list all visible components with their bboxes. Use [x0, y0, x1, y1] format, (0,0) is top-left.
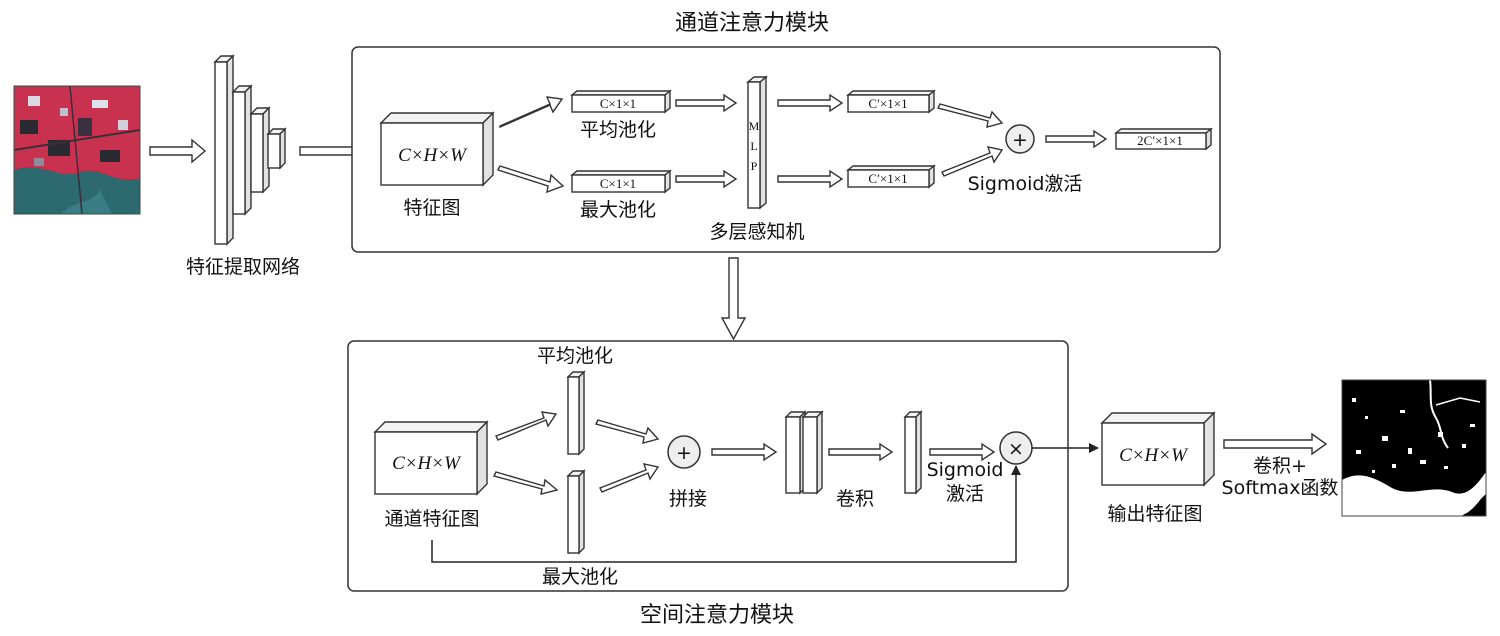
channel-add-symbol: + [1012, 129, 1028, 151]
channel-bottom-output-vector [846, 164, 936, 189]
arrow-channel-to-spatial [720, 257, 747, 341]
avgpool-vector-label: C×1×1 [600, 96, 636, 111]
arrow-max-to-mlp [675, 169, 738, 189]
arrow-max-to-concat [599, 463, 660, 493]
channel-add-icon [1005, 124, 1035, 154]
spatial-conv-label: 卷积 [836, 488, 874, 510]
arrow-mlp-to-top-vector [777, 93, 844, 113]
channel-avgpool-vector [570, 89, 672, 114]
feature-extraction-label: 特征提取网络 [186, 256, 300, 278]
arrow-bottom-to-add [941, 146, 1004, 177]
channel-input-feature-cube [379, 111, 495, 187]
spatial-add-symbol: + [676, 442, 692, 464]
output-segmentation-mask [1342, 380, 1486, 516]
spatial-maxpool-map [566, 469, 586, 555]
spatial-attention-module-box [347, 340, 1069, 592]
output-mask-border [1341, 379, 1487, 517]
arrow-conv-to-map [828, 442, 894, 462]
arrow-to-maxpool [497, 165, 565, 194]
arrow-mlp-to-bottom-vector [777, 169, 844, 189]
bottom-output-vector-label: C′×1×1 [868, 171, 907, 186]
input-satellite-image [14, 86, 140, 214]
spatial-activation-line1: Sigmoid [927, 459, 1004, 481]
output-feature-cube [1100, 411, 1216, 487]
arrow-add-to-result [1045, 129, 1108, 149]
arrow-concat-to-conv [711, 442, 778, 462]
spatial-multiply-symbol: × [1008, 438, 1024, 460]
arrow-to-spatial-avgpool [495, 411, 558, 441]
channel-maxpool-label: 最大池化 [580, 199, 656, 221]
mlp-label: 多层感知机 [709, 221, 804, 243]
arrow-avg-to-mlp [675, 93, 738, 113]
spatial-maxpool-label: 最大池化 [542, 566, 618, 588]
mlp-letter-m: M [749, 119, 760, 133]
arrow-map-to-multiply [929, 442, 996, 462]
feature-extraction-network [213, 54, 287, 246]
mlp-letter-l: L [750, 139, 757, 153]
spatial-concat-maps [784, 410, 824, 495]
spatial-input-feature-cube [373, 420, 489, 496]
channel-maxpool-vector [570, 169, 672, 194]
arrow-top-to-add [936, 103, 1004, 128]
spatial-activation-line2: 激活 [946, 483, 984, 505]
arrow-avg-to-concat [594, 419, 660, 444]
maxpool-vector-label: C×1×1 [600, 176, 636, 191]
output-cube-label: C×H×W [1119, 445, 1189, 466]
result-vector-label: 2C′×1×1 [1137, 133, 1183, 148]
channel-input-cube-label: C×H×W [398, 145, 468, 166]
spatial-conv-output-map [903, 410, 923, 495]
arrow-to-spatial-maxpool [492, 471, 559, 495]
channel-attention-module-box [351, 46, 1221, 253]
mlp-block [746, 75, 768, 210]
skip-connection-line [431, 465, 1021, 563]
channel-top-output-vector [846, 89, 936, 114]
input-image-border [13, 85, 141, 215]
spatial-avgpool-map [566, 370, 586, 456]
spatial-module-title: 空间注意力模块 [640, 603, 794, 628]
spatial-concat-label: 拼接 [669, 488, 707, 510]
channel-input-label: 特征图 [403, 197, 460, 219]
top-output-vector-label: C′×1×1 [868, 96, 907, 111]
channel-result-vector [1114, 127, 1213, 151]
channel-activation-label: Sigmoid激活 [968, 173, 1083, 195]
arrow-output-to-mask [1223, 432, 1328, 456]
output-label: 输出特征图 [1107, 503, 1202, 525]
mlp-letter-p: P [751, 159, 758, 173]
channel-avgpool-label: 平均池化 [580, 119, 656, 141]
output-head-line2: Softmax函数 [1222, 477, 1339, 499]
spatial-avgpool-label: 平均池化 [537, 345, 613, 367]
channel-module-title: 通道注意力模块 [675, 11, 829, 36]
spatial-concat-icon [667, 435, 701, 469]
spatial-input-label: 通道特征图 [384, 508, 479, 530]
spatial-input-cube-label: C×H×W [392, 453, 462, 474]
output-head-line1: 卷积+ [1253, 455, 1307, 477]
arrow-image-to-backbone [149, 138, 207, 164]
